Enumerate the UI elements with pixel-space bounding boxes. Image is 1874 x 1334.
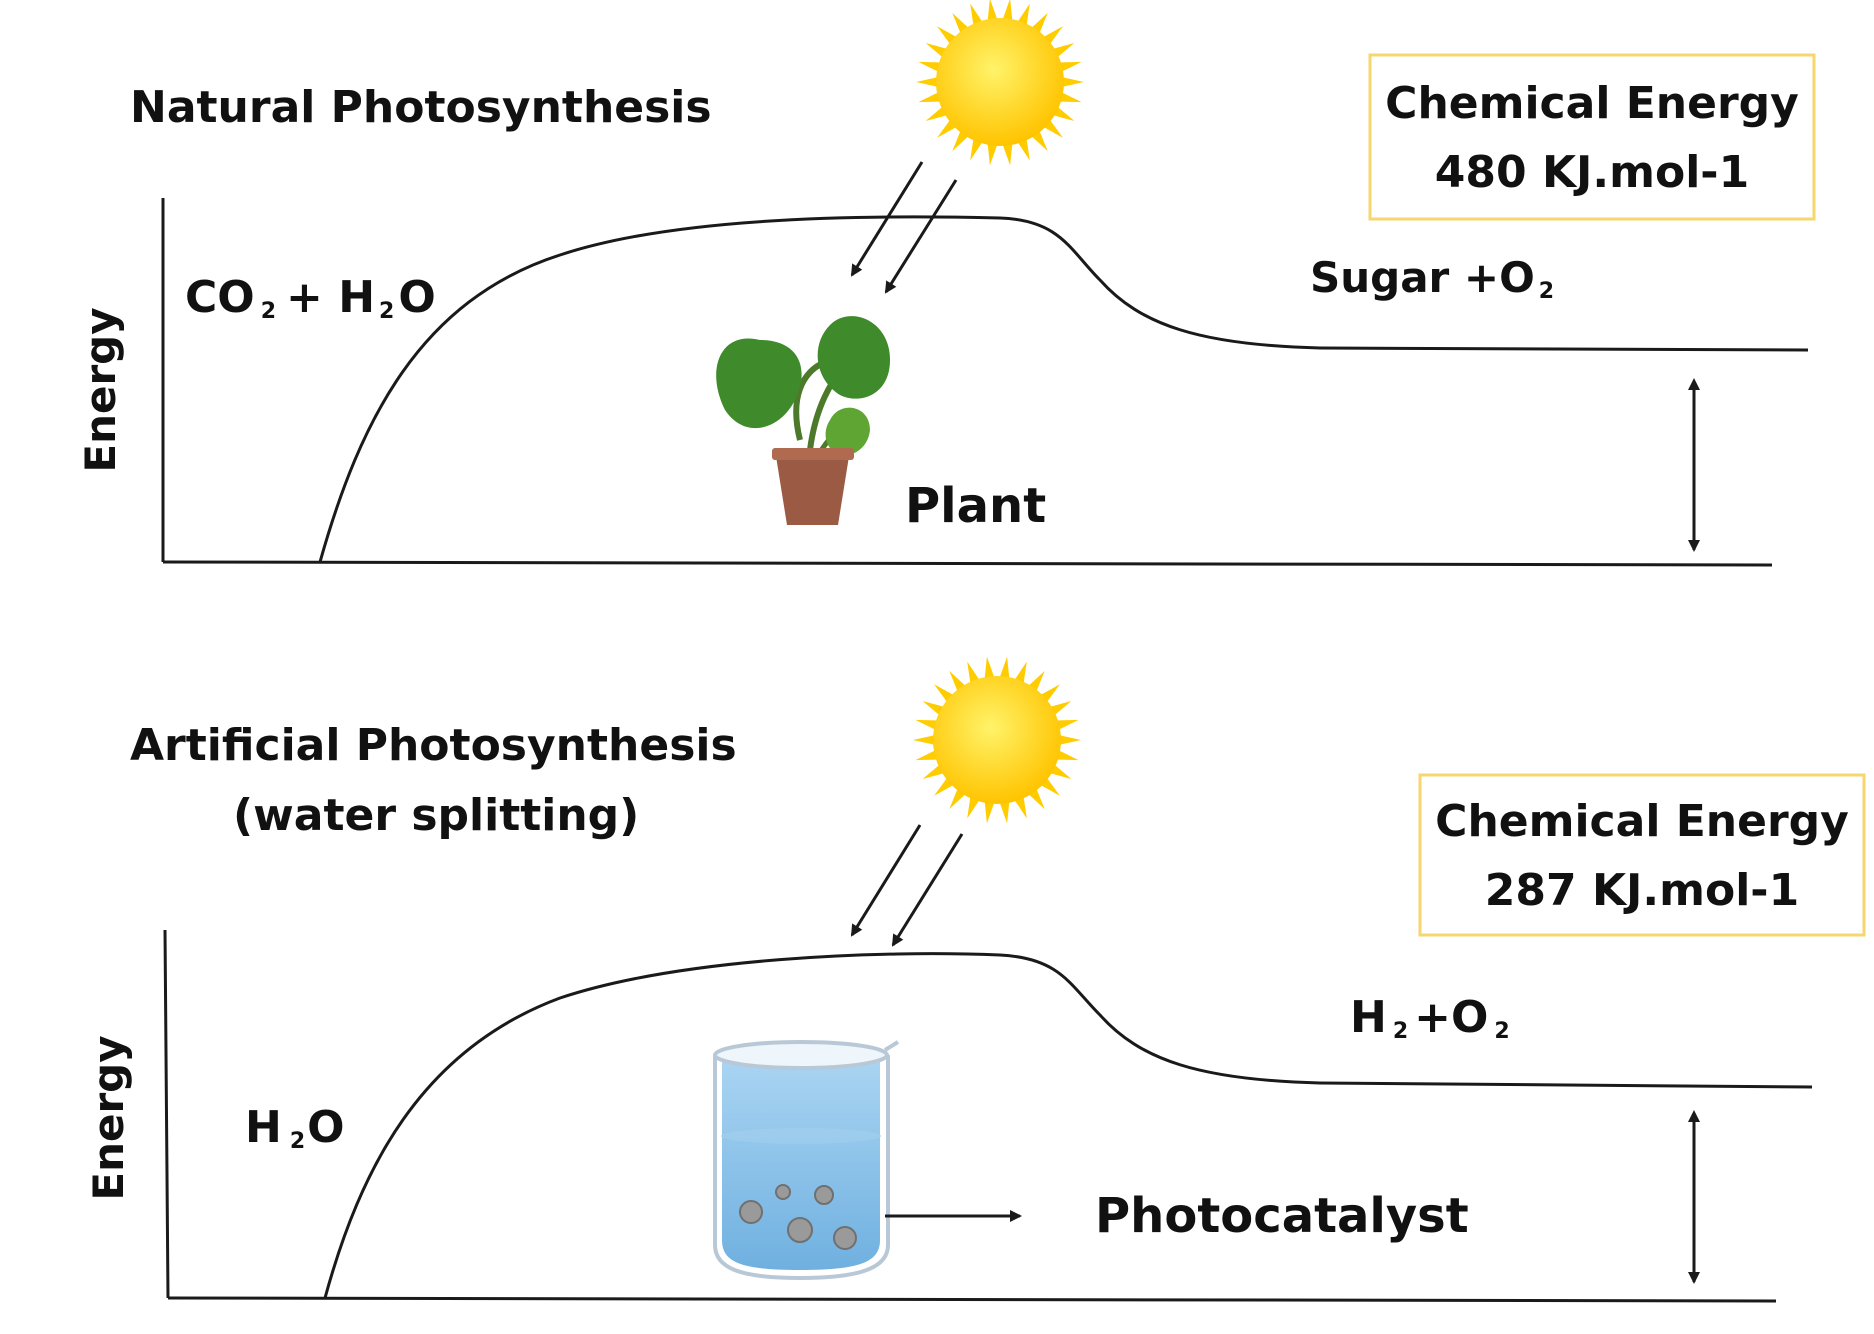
natural-energy-curve	[318, 215, 1809, 563]
plant-icon	[716, 316, 890, 525]
sun-ray	[1001, 0, 1013, 24]
plant-label: Plant	[905, 478, 1046, 534]
natural-axis-label: Energy	[76, 307, 125, 472]
artificial-title-line2: (water splitting)	[233, 790, 639, 841]
artificial-light-arrow-2	[891, 833, 964, 947]
sun-ray	[1053, 719, 1079, 731]
artificial-y-axis	[163, 929, 170, 1299]
sun-ray	[918, 91, 944, 103]
artificial-light-arrow-1	[850, 824, 922, 937]
sun-ray	[913, 734, 938, 746]
sun-ray	[915, 719, 941, 731]
sun-ray	[998, 798, 1010, 824]
sun-ray	[1001, 140, 1013, 166]
sun-icon	[913, 656, 1081, 824]
artificial-title-line1: Artificial Photosynthesis	[130, 720, 737, 771]
natural-title: Natural Photosynthesis	[130, 82, 712, 133]
sun-ray	[984, 656, 996, 682]
natural-energy-box-line2: 480 KJ.mol-1	[1435, 147, 1749, 198]
natural-x-axis	[162, 560, 1773, 567]
sun-ray	[1056, 61, 1082, 73]
sun-ray	[998, 656, 1010, 682]
photocatalyst-label: Photocatalyst	[1095, 1188, 1469, 1244]
sun-ray	[984, 798, 996, 824]
sun-ray	[987, 0, 999, 24]
artificial-energy-box	[1418, 773, 1866, 937]
artificial-axis-label: Energy	[84, 1035, 133, 1200]
beaker-icon	[713, 1040, 900, 1281]
artificial-energy-box-line1: Chemical Energy	[1435, 796, 1849, 847]
sun-ray	[1056, 734, 1081, 746]
natural-light-arrow-1	[850, 161, 924, 277]
sun-ray	[916, 76, 941, 88]
sun-icon	[916, 0, 1084, 166]
natural-energy-box	[1368, 53, 1816, 221]
artificial-energy-box-line2: 287 KJ.mol-1	[1485, 865, 1799, 916]
artificial-x-axis	[167, 1296, 1777, 1303]
sun-ray	[987, 140, 999, 166]
natural-energy-box-line1: Chemical Energy	[1385, 78, 1799, 129]
artificial-energy-curve	[323, 952, 1813, 1299]
sun-ray	[915, 749, 941, 761]
sun-ray	[1059, 76, 1084, 88]
artificial-panel: Artificial Photosynthesis (water splitti…	[84, 656, 1866, 1303]
sun-ray	[1056, 91, 1082, 103]
sun-ray	[1053, 749, 1079, 761]
natural-light-arrow-2	[884, 179, 958, 294]
sun-ray	[918, 61, 944, 73]
